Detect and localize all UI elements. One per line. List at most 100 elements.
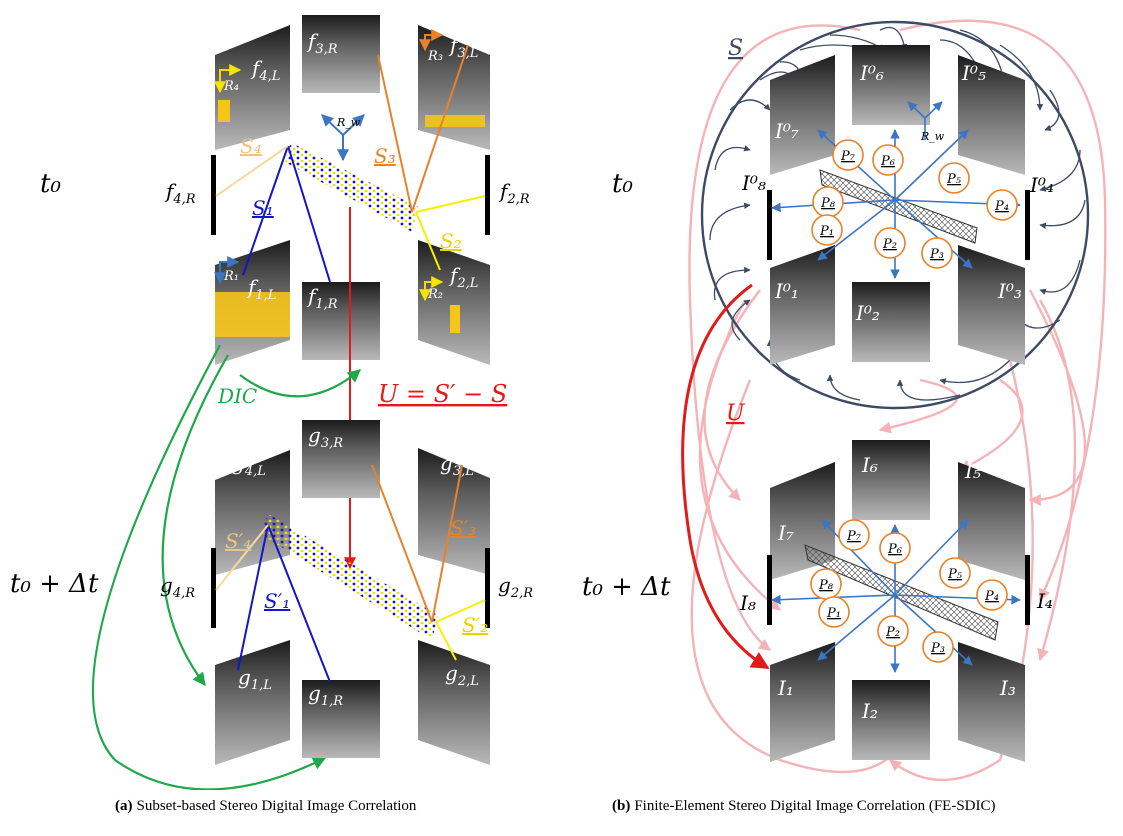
pink-arrow-9 xyxy=(878,378,958,434)
projection-circle-P2-top xyxy=(874,227,906,259)
label-R1: R₁ xyxy=(223,269,239,284)
label-I3: I₃ xyxy=(999,676,1016,700)
rotation-arrow-R3 xyxy=(419,29,444,52)
image-edge-I08 xyxy=(767,190,772,260)
label-I05: I⁰₅ xyxy=(961,61,986,85)
label-S2: S₂ xyxy=(440,229,462,253)
rotation-arrow-R1 xyxy=(214,256,240,285)
subset-line-S2-a xyxy=(415,195,486,213)
label-I1: I₁ xyxy=(777,676,794,700)
subset-line-S1-right xyxy=(287,145,331,283)
label-P5-top: P₅ xyxy=(946,172,962,187)
projection-circle-P5-top xyxy=(938,162,970,194)
subset-line-S3-a xyxy=(377,54,413,213)
dic-arrow-1 xyxy=(239,369,362,398)
subset-line-S4p xyxy=(215,524,269,591)
label-S4: S₄ xyxy=(240,134,262,158)
label-I07: I⁰₇ xyxy=(774,119,799,143)
image-I1 xyxy=(770,642,835,762)
camera-image-f2L xyxy=(418,240,490,365)
label-I01: I⁰₁ xyxy=(774,279,799,303)
equation-U: U = S′ − S xyxy=(378,380,507,408)
image-I2 xyxy=(852,680,930,760)
pink-arrow-1 xyxy=(899,19,1107,602)
label-R2: R₂ xyxy=(427,287,443,302)
camera-image-g3R xyxy=(302,420,380,498)
image-I06 xyxy=(852,45,930,125)
subset-line-S2p-a xyxy=(435,599,486,623)
camera-images-bottom-a xyxy=(215,420,490,765)
label-P6-top: P₆ xyxy=(880,154,895,169)
projection-circle-P3-top xyxy=(921,237,953,269)
time-label-top-b: t₀ xyxy=(612,169,633,199)
time-label-bottom-a: t₀ + Δt xyxy=(10,569,99,599)
projection-circle-P7-bottom xyxy=(838,519,870,551)
label-R3: R₃ xyxy=(427,49,443,64)
label-P7-top: P₇ xyxy=(840,149,856,164)
label-I04: I⁰₄ xyxy=(1029,173,1054,197)
projection-circle-P4-bottom xyxy=(976,579,1008,611)
speckle-patch-f4L xyxy=(218,100,230,122)
time-label-top-a: t₀ xyxy=(40,169,61,199)
label-I03: I⁰₃ xyxy=(997,279,1022,303)
caption-b-text: Finite-Element Stereo Digital Image Corr… xyxy=(634,798,996,814)
subset-line-S1-left xyxy=(242,145,289,276)
label-I06: I⁰₆ xyxy=(859,61,884,85)
figure-canvas: t₀ t₀ + Δt f4,L f3,R f3,L f1,L f1,R f2,L xyxy=(10,15,1107,790)
world-frame-b xyxy=(907,101,943,140)
camera-image-g2L xyxy=(418,640,490,765)
label-I02: I⁰₂ xyxy=(855,301,880,325)
label-I6: I₆ xyxy=(861,453,878,477)
caption-b: (b)Finite-Element Stereo Digital Image C… xyxy=(612,798,996,815)
speckle-patch-f1L xyxy=(215,292,290,337)
subset-line-S3p-b xyxy=(431,464,463,623)
subset-line-S3-b xyxy=(411,44,469,213)
label-I2: I₂ xyxy=(861,699,878,723)
projection-circle-P6-bottom xyxy=(879,532,911,564)
label-P1-top: P₁ xyxy=(819,224,834,239)
camera-image-f1R xyxy=(302,282,380,360)
label-I08: I⁰₈ xyxy=(741,171,766,195)
label-P2-top: P₂ xyxy=(882,237,897,252)
camera-image-g1R xyxy=(302,680,380,758)
image-edge-I04 xyxy=(1025,190,1030,260)
label-g3L: g3,L xyxy=(440,451,474,479)
image-edge-I4 xyxy=(1025,555,1030,625)
label-g4L: g4,L xyxy=(232,451,266,479)
caption-a-text: Subset-based Stereo Digital Image Correl… xyxy=(136,798,417,814)
label-Rw-a: R_w xyxy=(336,116,361,129)
label-P2-bottom: P₂ xyxy=(885,625,900,640)
image-I3 xyxy=(958,642,1025,762)
image-edge-I8 xyxy=(767,555,772,625)
speckle-patch-f2L xyxy=(450,305,460,333)
label-Rw-b: R_w xyxy=(920,130,945,143)
label-S-circle: S xyxy=(728,36,743,61)
camera-image-f3R xyxy=(302,15,380,93)
label-g2R: g2,R xyxy=(498,573,533,601)
subset-line-S1p-right xyxy=(267,524,331,683)
label-S4p: S′₄ xyxy=(225,529,251,553)
fe-images-top xyxy=(770,45,1025,365)
label-P7-bottom: P₇ xyxy=(846,529,862,544)
projection-circle-P1-bottom xyxy=(818,596,850,628)
world-axis-y-a xyxy=(342,114,365,136)
pink-arrow-4 xyxy=(958,379,1024,472)
world-axis-x-a xyxy=(321,114,344,136)
image-I03 xyxy=(958,245,1025,365)
dic-arrow-2 xyxy=(161,354,229,687)
image-I01 xyxy=(770,245,835,365)
label-P4-bottom: P₄ xyxy=(984,589,999,604)
projection-circle-P1-top xyxy=(811,214,843,246)
label-P4-top: P₄ xyxy=(994,199,1009,214)
label-f4R: f4,R xyxy=(164,179,196,207)
camera-image-g4L xyxy=(215,450,290,575)
shape-circle-S xyxy=(700,20,1090,410)
rotation-arrow-R2 xyxy=(419,276,444,302)
label-S3: S₃ xyxy=(374,144,396,168)
label-P6-bottom: P₆ xyxy=(887,542,902,557)
caption-a: (a)Subset-based Stereo Digital Image Cor… xyxy=(115,798,416,815)
subset-line-S2p-b xyxy=(435,621,457,661)
label-S1p: S′₁ xyxy=(264,589,290,613)
projection-circle-P4-top xyxy=(986,189,1018,221)
camera-images-top-a xyxy=(215,15,490,365)
